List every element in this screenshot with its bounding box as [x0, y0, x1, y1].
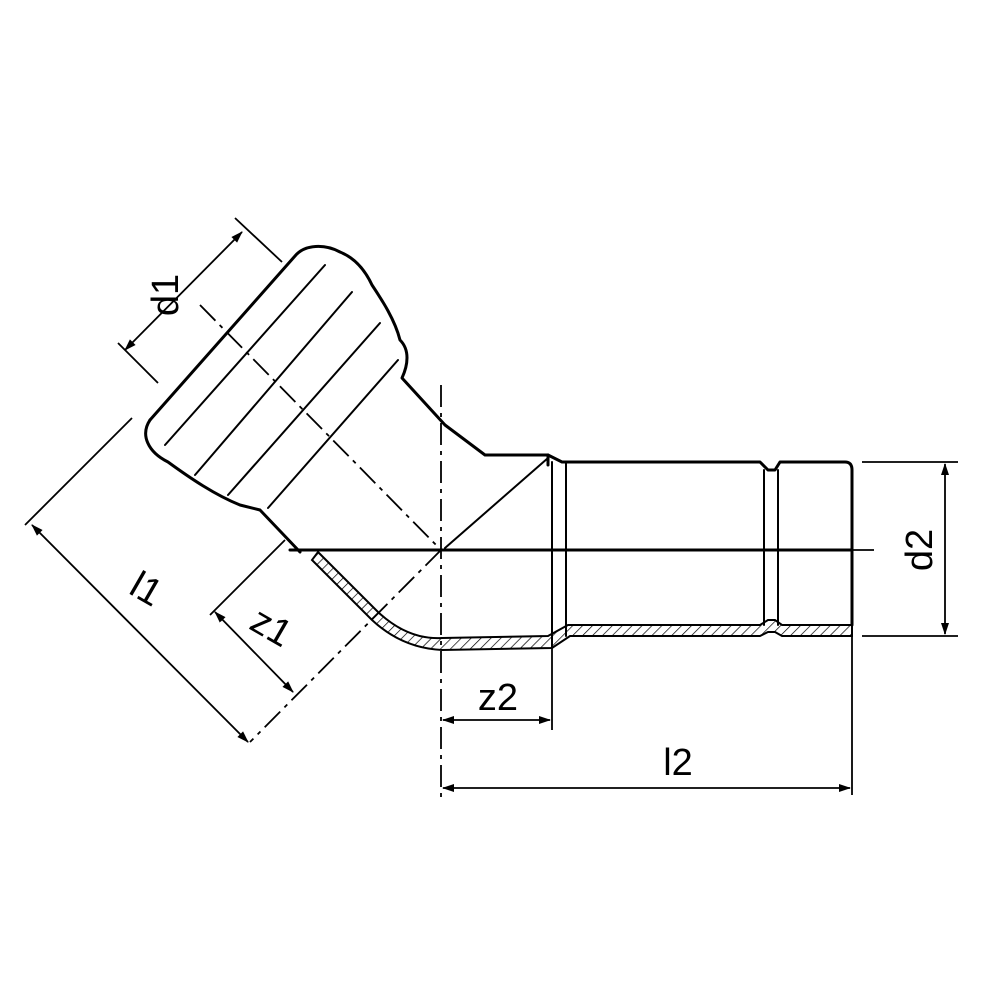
dim-d2: d2 [862, 461, 958, 637]
label-l1: l1 [123, 564, 170, 615]
pipe-top-outline [546, 453, 854, 627]
socket-head-outline [148, 245, 550, 467]
socket-rib-1 [164, 264, 326, 446]
dim-d1: d1 [117, 217, 283, 384]
socket-head-lower [144, 418, 302, 554]
pipe-wall-section [310, 550, 853, 652]
elbow-inner-line [444, 457, 549, 549]
dim-z1: z1 [209, 539, 299, 693]
angled-center-line-lower [249, 549, 442, 743]
dim-l2: l2 [442, 636, 853, 795]
label-z2: z2 [478, 677, 518, 719]
label-d1: d1 [145, 274, 187, 316]
label-d2: d2 [899, 529, 941, 571]
socket-rib-2 [194, 291, 353, 476]
socket-rib-4 [267, 359, 399, 509]
label-l2: l2 [663, 742, 693, 784]
label-z1: z1 [243, 599, 299, 655]
socket-rib-3 [227, 322, 381, 496]
dim-z2: z2 [442, 648, 553, 730]
fitting-body [144, 245, 854, 652]
dim-l1: l1 [24, 417, 249, 743]
